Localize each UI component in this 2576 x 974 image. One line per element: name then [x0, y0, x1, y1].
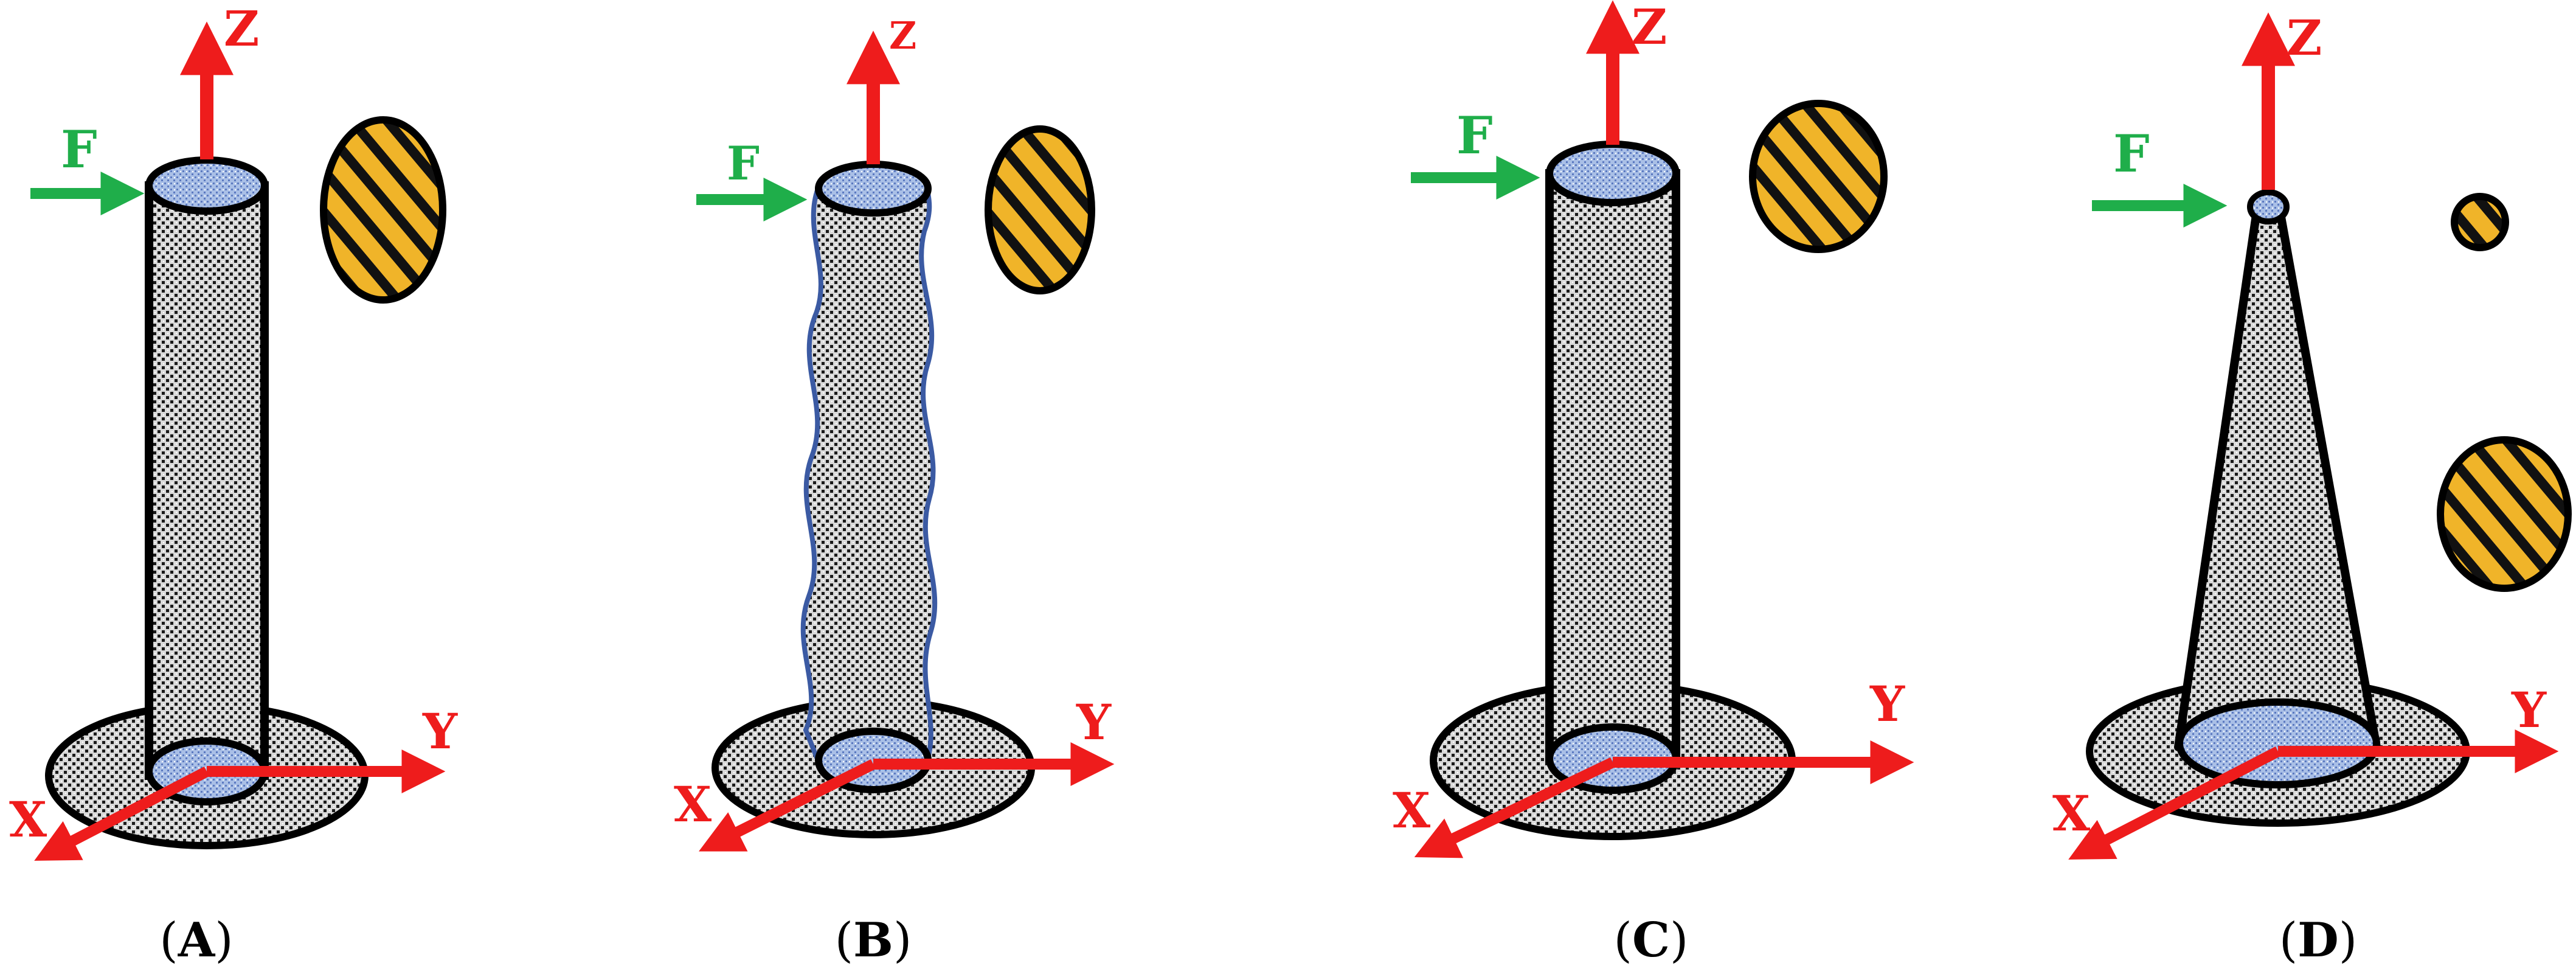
panel-caption: (A): [159, 913, 233, 968]
panel-d: Z Y X F (D): [2052, 9, 2572, 968]
column-body: [1545, 141, 1680, 794]
force-label: F: [61, 119, 97, 179]
axes-icon: [2068, 12, 2559, 860]
column-body: [800, 161, 938, 793]
force-label: F: [2113, 123, 2150, 184]
panel-caption: (B): [835, 913, 912, 968]
cross-section-icon: [320, 116, 446, 304]
axes-icon: [1414, 0, 1914, 858]
axes-icon: [699, 30, 1115, 852]
z-axis-label: Z: [2287, 9, 2322, 66]
x-axis-label: X: [2052, 785, 2090, 842]
cross-section-icon: [1749, 100, 1888, 253]
x-axis-label: X: [1393, 782, 1430, 839]
cone-body: [2174, 189, 2381, 788]
z-axis-label: Z: [889, 13, 916, 58]
panel-a: Z Y X F (A): [9, 0, 458, 968]
small-cross-section-icon: [2451, 193, 2509, 251]
x-axis-label: X: [9, 791, 47, 848]
cross-section-icon: [985, 125, 1095, 294]
force-label: F: [727, 136, 760, 190]
panel-caption: (D): [2279, 913, 2358, 968]
panel-c: Z Y X F (C): [1393, 0, 1914, 968]
panel-b: Z Y X F (B): [674, 13, 1115, 968]
z-axis-label: Z: [224, 0, 259, 57]
z-axis-label: Z: [1632, 0, 1667, 55]
large-cross-section-icon: [2437, 436, 2572, 592]
axes-icon: [34, 21, 446, 861]
y-axis-label: Y: [2511, 681, 2547, 739]
x-axis-label: X: [674, 776, 712, 833]
y-axis-label: Y: [422, 703, 458, 760]
y-axis-label: Y: [1076, 694, 1112, 751]
column-body: [145, 156, 269, 805]
y-axis-label: Y: [1869, 675, 1905, 732]
force-label: F: [1456, 105, 1493, 165]
panel-caption: (C): [1614, 913, 1689, 968]
